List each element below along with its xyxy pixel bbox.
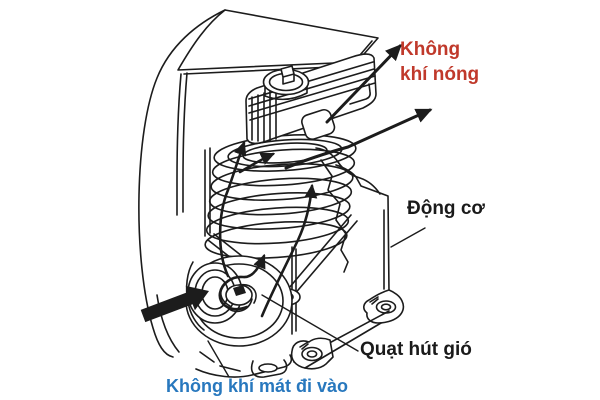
hot-air-exit-arrows — [284, 44, 433, 170]
fan-bracket-foot — [250, 359, 288, 378]
hot-air-arrow-lower — [284, 108, 433, 170]
hot-air-arrow-upper — [325, 44, 402, 124]
hot-air-label-line2: khí nóng — [400, 64, 480, 85]
fan-blade — [238, 283, 257, 304]
airflow-arrow-up-left — [218, 140, 247, 278]
cool-air-leader-line — [207, 340, 230, 378]
hot-air-label-line1: Không — [400, 39, 461, 60]
cool-air-label: Không khí mát đi vào — [166, 376, 349, 396]
crankcase-edge — [288, 214, 358, 297]
motor-foot-right — [363, 289, 405, 324]
filler-cap — [262, 65, 310, 101]
airflow-arrows — [218, 140, 318, 318]
motor-label: Động cơ — [407, 198, 485, 219]
airflow-arrow-up-right — [260, 183, 318, 318]
leader-lines — [207, 227, 426, 378]
fan-leader-line — [261, 294, 359, 352]
airflow-arrow-top — [238, 152, 276, 174]
cool-air-intake-arrow — [140, 285, 209, 323]
hot-air-label: Không khí nóng — [400, 37, 479, 87]
cooling-fan — [185, 255, 293, 378]
airflow-arrow-fan-spiral — [218, 253, 266, 311]
cylinder-head — [245, 53, 377, 145]
motor-body — [290, 147, 405, 370]
fan-label: Quạt hút gió — [360, 339, 472, 360]
motor-leader-line — [390, 227, 426, 248]
